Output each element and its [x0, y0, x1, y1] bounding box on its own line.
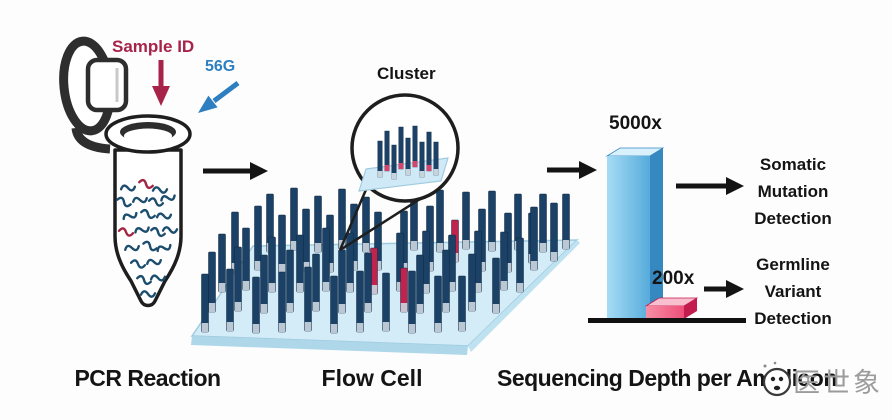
- depth-chart-bars: [605, 147, 699, 319]
- pcr-tube: [59, 36, 192, 308]
- sample-id-label: Sample ID: [112, 37, 195, 56]
- output-line: Detection: [754, 209, 832, 228]
- cluster-label: Cluster: [377, 64, 436, 83]
- output-line: Somatic: [759, 155, 827, 174]
- tube-cap-top: [85, 57, 129, 113]
- dna-fragments: [116, 178, 179, 298]
- chart-baseline: [588, 318, 746, 323]
- depth-low-label: 200x: [652, 268, 695, 289]
- tube-opening: [124, 128, 172, 144]
- depth-high-label: 5000x: [609, 113, 662, 134]
- output-line: Mutation: [757, 182, 829, 201]
- magnified-cluster-bars: [377, 125, 439, 180]
- callout-line: [338, 184, 370, 251]
- watermark-text: 医世象: [793, 368, 883, 398]
- pcr-label: PCR Reaction: [74, 365, 221, 391]
- output-line: Germline: [756, 255, 830, 274]
- flow-cell-label: Flow Cell: [321, 365, 423, 391]
- arrow-to-somatic-icon: [676, 177, 744, 195]
- flow-arrows: [152, 60, 744, 298]
- cap-hinge: [71, 127, 111, 154]
- sample-id-arrow-icon: [152, 60, 170, 106]
- germline-output: Germline Variant Detection: [733, 251, 853, 332]
- output-line: Variant: [764, 282, 822, 301]
- cluster-callout: [338, 93, 460, 252]
- somatic-output: Somatic Mutation Detection: [733, 151, 853, 232]
- kit-label: 56G: [205, 58, 236, 75]
- watermark-logo-icon: [762, 361, 792, 397]
- arrow-to-germline-icon: [704, 280, 744, 298]
- kit-arrow-icon: [198, 81, 240, 113]
- arrow-flowcell-to-chart-icon: [547, 161, 597, 179]
- flow-cell-clusters: [201, 187, 570, 334]
- arrow-pcr-to-flowcell-icon: [203, 162, 268, 180]
- output-line: Detection: [754, 309, 832, 328]
